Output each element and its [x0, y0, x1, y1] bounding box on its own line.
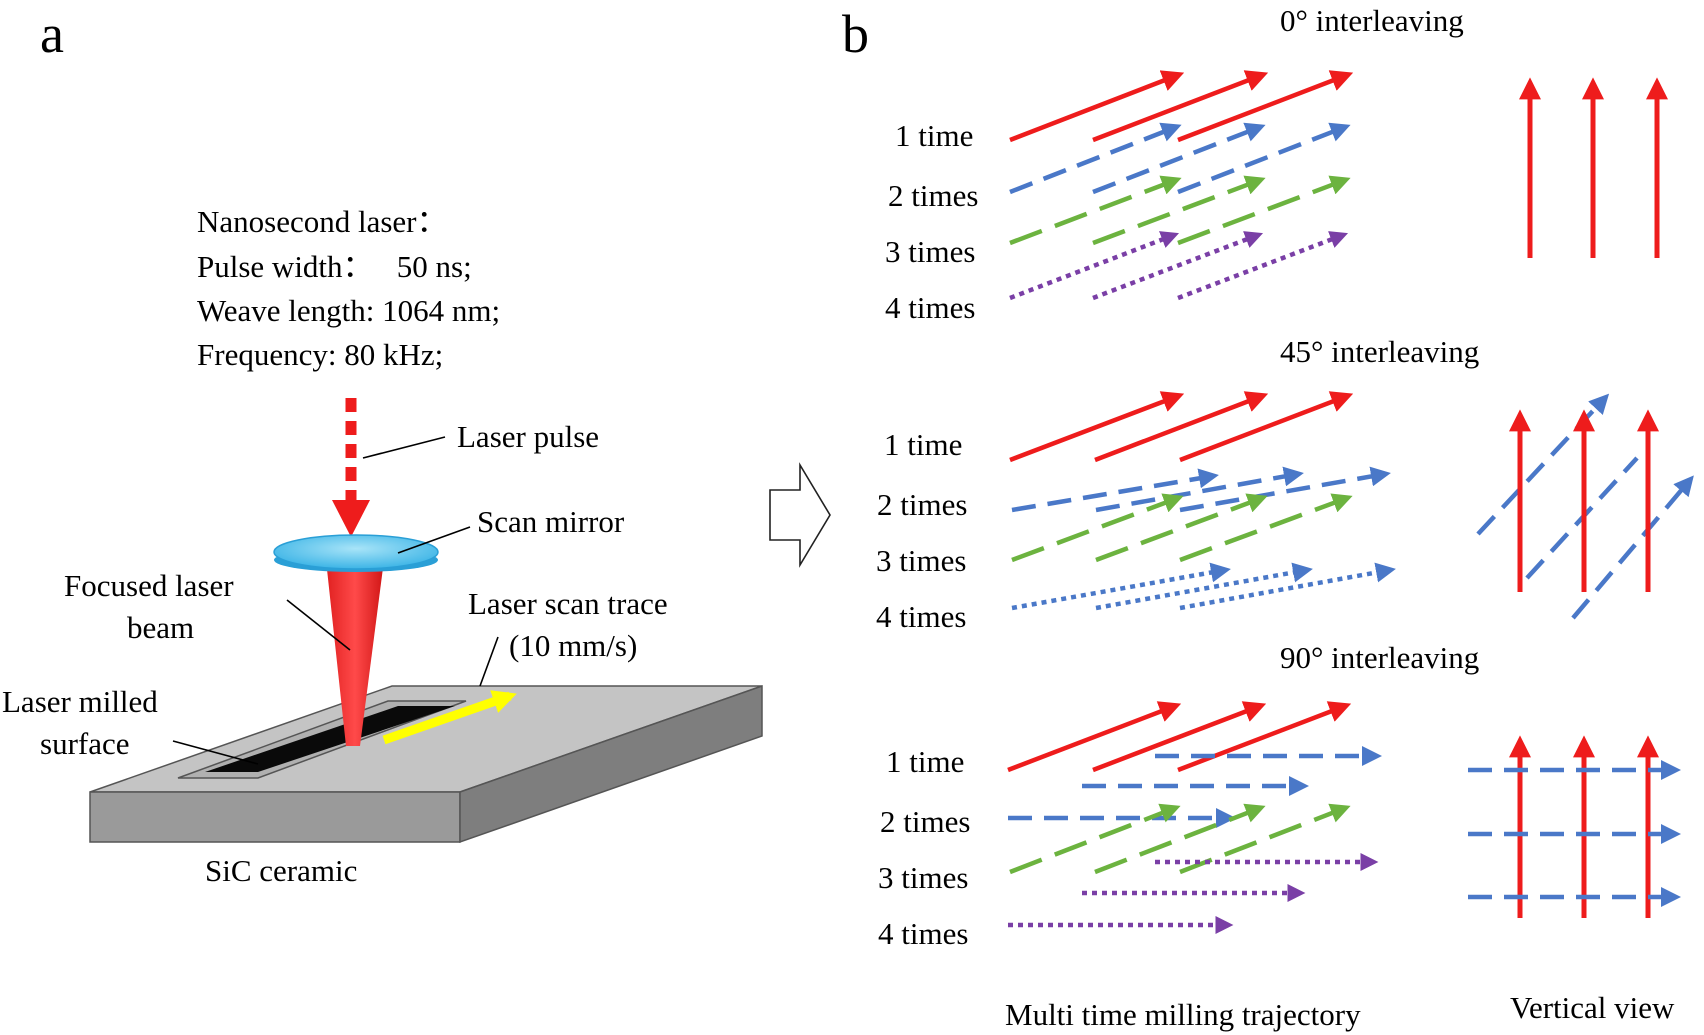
- panel-b-letter: b: [842, 4, 869, 64]
- scan-line: [1179, 391, 1354, 463]
- row-label-4: 4 times: [876, 599, 966, 634]
- row-label-3: 3 times: [876, 543, 966, 578]
- trajectory-pass-1: [1009, 391, 1354, 463]
- scan-line: [1092, 122, 1266, 195]
- footer-vertical-view: Vertical view: [1510, 990, 1675, 1025]
- panel-a: a Nanosecond laser： Pulse width： 50 ns; …: [2, 4, 763, 888]
- leader-focused-beam: [286, 599, 351, 651]
- scan-mirror: [273, 534, 439, 572]
- trajectory-pass-1: [1007, 701, 1352, 773]
- trajectory-pass-1: [1009, 70, 1354, 143]
- row-label-2: 2 times: [877, 487, 967, 522]
- section-0deg: 0° interleaving 1 time 2 times 3 times 4…: [885, 3, 1668, 325]
- scan-line: [1094, 803, 1266, 875]
- laser-pulse-arrow: [332, 398, 370, 537]
- block-front-face: [89, 791, 461, 843]
- row-label-4: 4 times: [885, 290, 975, 325]
- section-45deg: 45° interleaving 1 time 2 times 3 times …: [876, 334, 1694, 634]
- scan-line: [1092, 701, 1267, 773]
- section-0deg-title: 0° interleaving: [1280, 3, 1464, 38]
- scan-line: [1177, 70, 1354, 143]
- scan-trace-arrow: [382, 690, 517, 745]
- panel-b: b 0° interleaving 1 time 2 times 3 times…: [842, 3, 1694, 1032]
- diagonal-scan-line: [1571, 475, 1694, 620]
- row-label-3: 3 times: [878, 860, 968, 895]
- row-label-2: 2 times: [880, 804, 970, 839]
- trajectory-pass-4: [1009, 231, 1349, 301]
- row-label-3: 3 times: [885, 234, 975, 269]
- scan-line: [1177, 122, 1351, 195]
- leader-milled-surface: [172, 740, 259, 765]
- label-milled-2: surface: [40, 726, 130, 761]
- scan-line: [1092, 231, 1264, 301]
- spec-pulse-width: Pulse width： 50 ns;: [197, 249, 472, 284]
- row-label-1: 1 time: [884, 427, 962, 462]
- spec-wavelength: Weave length: 1064 nm;: [197, 293, 500, 328]
- scan-line: [1177, 701, 1352, 773]
- panel-a-letter: a: [40, 4, 64, 64]
- scan-line: [1009, 70, 1185, 143]
- scan-line: [1009, 175, 1182, 246]
- leader-scan-mirror: [397, 526, 471, 554]
- footer-trajectory: Multi time milling trajectory: [1005, 997, 1361, 1032]
- label-focused-beam-2: beam: [127, 610, 194, 645]
- trajectory-pass-2: [1008, 746, 1382, 828]
- scan-line: [1092, 70, 1269, 143]
- scan-line: [1011, 493, 1184, 563]
- trajectory-pass-3: [1009, 175, 1351, 246]
- section-90deg: 90° interleaving 1 time 2 times 3 times …: [878, 640, 1681, 951]
- scan-line: [1009, 391, 1185, 463]
- scan-line: [1009, 803, 1181, 875]
- block-side-face: [459, 684, 763, 844]
- scan-line: [1179, 466, 1391, 513]
- scan-line: [1177, 175, 1351, 246]
- label-milled-1: Laser milled: [2, 684, 158, 719]
- leader-scan-trace: [479, 636, 499, 687]
- scan-line: [1009, 122, 1182, 195]
- scan-line: [1177, 231, 1349, 301]
- label-laser-pulse: Laser pulse: [457, 419, 599, 454]
- vertical-view-0deg: [1519, 77, 1668, 258]
- row-label-1: 1 time: [895, 118, 973, 153]
- vertical-view-45deg: [1476, 393, 1694, 620]
- vertical-view-90deg: [1468, 735, 1681, 918]
- row-label-2: 2 times: [888, 178, 978, 213]
- label-scan-mirror: Scan mirror: [477, 504, 625, 539]
- spec-laser-type: Nanosecond laser：: [197, 204, 448, 239]
- scan-line: [1009, 231, 1180, 301]
- trajectory-pass-3: [1011, 493, 1353, 563]
- scan-line: [1011, 562, 1231, 611]
- spec-frequency: Frequency: 80 kHz;: [197, 337, 443, 372]
- trajectory-pass-4: [1008, 853, 1379, 934]
- transition-arrow: [769, 462, 831, 568]
- trajectory-pass-2: [1009, 122, 1351, 195]
- scan-line: [1095, 493, 1268, 563]
- scan-line: [1094, 391, 1269, 463]
- label-scan-trace-2: (10 mm/s): [509, 628, 637, 663]
- leader-laser-pulse: [362, 436, 446, 459]
- trajectory-pass-4: [1011, 562, 1396, 611]
- milled-groove: [205, 706, 455, 772]
- scan-line: [1092, 175, 1266, 246]
- scan-line: [1007, 701, 1182, 773]
- section-90deg-title: 90° interleaving: [1280, 640, 1479, 675]
- label-substrate: SiC ceramic: [205, 853, 357, 888]
- focused-laser-beam: [326, 560, 384, 746]
- row-label-1: 1 time: [886, 744, 964, 779]
- row-label-4: 4 times: [878, 916, 968, 951]
- scan-line: [1179, 493, 1353, 563]
- sic-block: [89, 684, 763, 844]
- section-45deg-title: 45° interleaving: [1280, 334, 1479, 369]
- label-focused-beam-1: Focused laser: [64, 568, 234, 603]
- laser-specs: Nanosecond laser： Pulse width： 50 ns; We…: [197, 204, 500, 372]
- label-scan-trace-1: Laser scan trace: [468, 586, 668, 621]
